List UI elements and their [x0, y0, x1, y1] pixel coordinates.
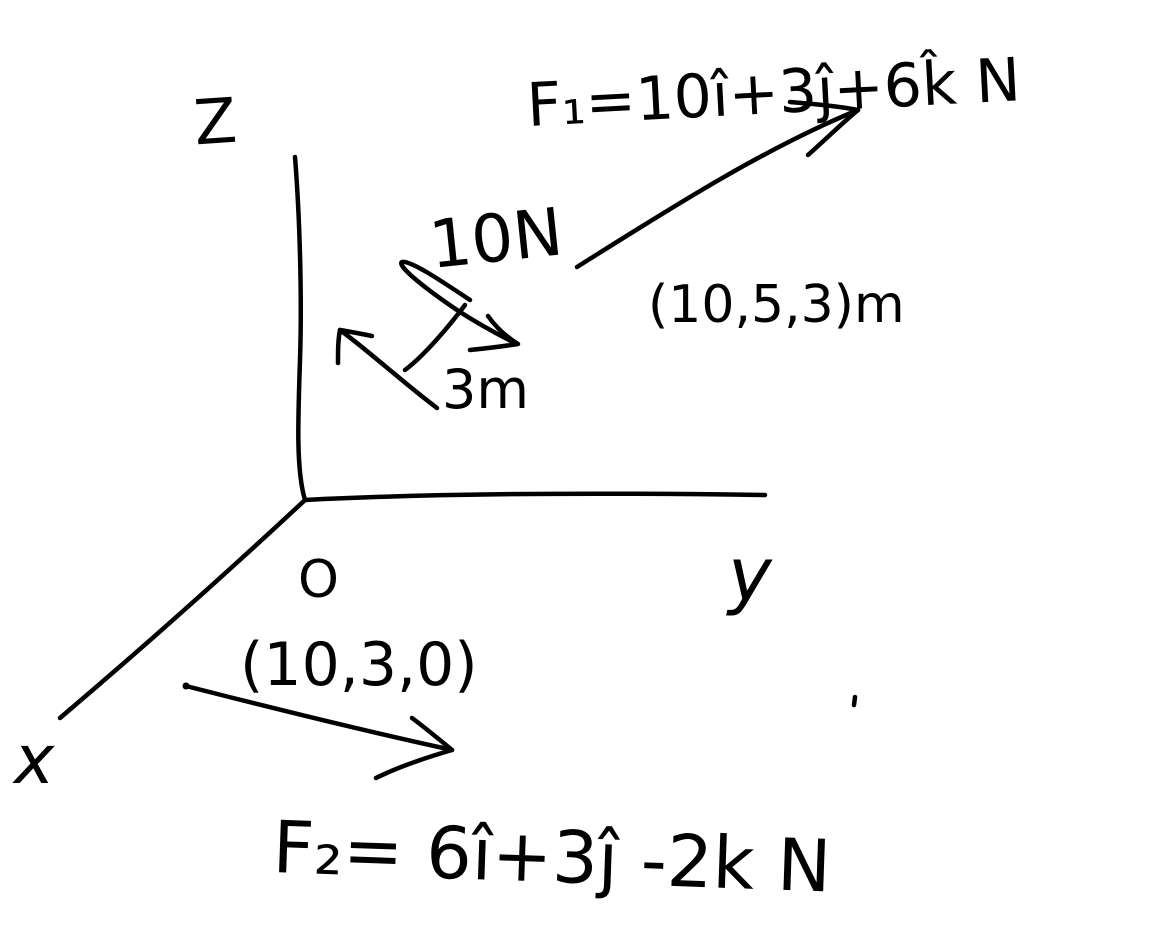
force-1-group: F₁=10î+3ĵ+6k̂ N (10,5,3)m — [525, 44, 1022, 335]
y-axis-line — [302, 491, 768, 503]
force-1-arrow-shaft — [574, 107, 861, 270]
x-axis-line — [57, 497, 308, 721]
y-axis-label: y — [726, 532, 773, 618]
x-axis-label: x — [12, 721, 55, 800]
distance-arrowhead — [335, 327, 375, 366]
couple-force-arrowhead — [467, 313, 521, 353]
couple-force-tail — [402, 302, 468, 373]
distance-arrow-line — [337, 327, 440, 411]
force-1-arrowhead — [787, 99, 861, 158]
couple-group: 10N 3m — [335, 193, 567, 421]
force-2-arrowhead — [373, 715, 455, 781]
couple-distance-label: 3m — [442, 358, 529, 421]
stray-ink-mark — [851, 694, 858, 708]
coordinate-axes — [57, 154, 768, 721]
force-2-point-label: (10,3,0) — [240, 630, 478, 700]
force-2-equation: F₂= 6î+3ĵ -2k N — [271, 805, 832, 908]
couple-force-lobe — [399, 259, 518, 346]
z-axis-label: Z — [192, 84, 239, 160]
force-2-arrow-shaft — [183, 683, 455, 753]
origin-label: O — [298, 550, 339, 610]
force-1-equation: F₁=10î+3ĵ+6k̂ N — [525, 44, 1022, 141]
couple-force-label: 10N — [426, 193, 567, 284]
force-1-point-label: (10,5,3)m — [648, 275, 905, 335]
force-2-group: (10,3,0) F₂= 6î+3ĵ -2k N — [182, 630, 833, 908]
z-axis-line — [292, 154, 308, 503]
